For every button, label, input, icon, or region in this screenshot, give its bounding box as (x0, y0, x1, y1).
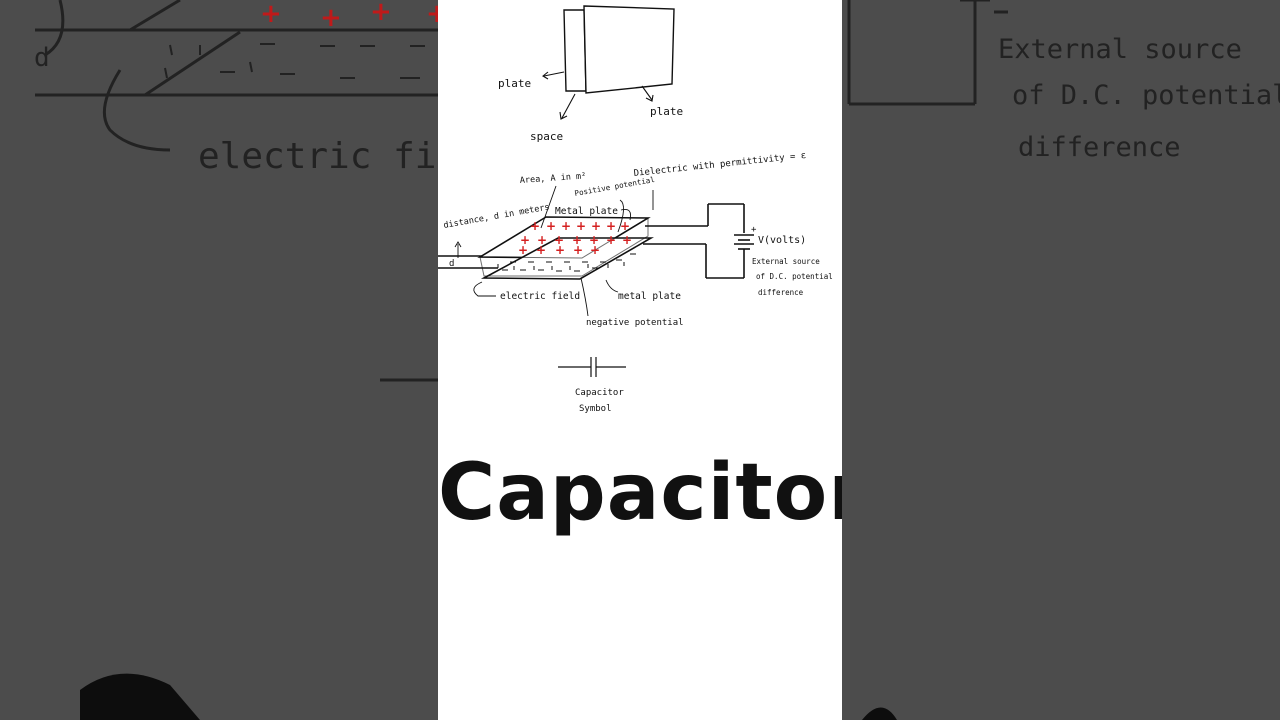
negative-charges (497, 253, 636, 272)
svg-text:+: + (530, 219, 540, 233)
back-plate (563, 9, 587, 92)
external-source-line-1: External source (752, 257, 820, 266)
svg-text:+: + (520, 233, 530, 247)
svg-text:+: + (572, 233, 582, 247)
svg-text:+: + (518, 243, 528, 257)
positive-charges: +++++++ +++++++ +++++ (518, 219, 632, 257)
metal-plate-top-label: Metal plate (555, 206, 618, 217)
svg-text:+: + (576, 219, 586, 233)
capacitor-symbol-label-2: Symbol (579, 404, 612, 414)
svg-text:+: + (573, 243, 583, 257)
svg-text:+: + (546, 219, 556, 233)
bg-left-d-label: d (34, 43, 50, 73)
video-title: Capacitor (438, 448, 842, 538)
background-right: External source of D.C. potential differ… (842, 0, 1280, 720)
external-source-line-2: of D.C. potential (756, 272, 833, 281)
svg-text:+: + (536, 243, 546, 257)
electric-field-label: electric field (500, 291, 580, 302)
svg-text:+: + (370, 0, 392, 27)
svg-text:+: + (260, 0, 282, 29)
bottom-metal-plate (480, 237, 654, 280)
plate-right-label: plate (650, 105, 683, 118)
external-source-line-3: difference (758, 288, 804, 297)
svg-text:+: + (622, 233, 632, 247)
background-left: + + + + d electric field (0, 0, 438, 720)
background-right-drawing: External source of D.C. potential differ… (847, 0, 1280, 720)
background-left-drawing: + + + + d electric field (34, 0, 438, 720)
svg-text:+: + (589, 233, 599, 247)
svg-text:+: + (537, 233, 547, 247)
svg-text:+: + (426, 0, 438, 29)
d-label: d (449, 259, 454, 269)
capacitor-symbol (558, 357, 626, 377)
svg-text:+: + (590, 243, 600, 257)
v-volts-label: V(volts) (758, 235, 806, 246)
bg-right-line-3: difference (1018, 132, 1181, 163)
svg-text:+: + (606, 219, 616, 233)
plate-left-label: plate (498, 77, 531, 90)
bg-right-line-1: External source (998, 34, 1242, 65)
negative-potential-label: negative potential (586, 318, 684, 328)
svg-text:+: + (620, 219, 630, 233)
bg-right-line-2: of D.C. potential (1012, 80, 1280, 111)
capacitor-symbol-label-1: Capacitor (575, 388, 624, 398)
bg-left-electric-field-label: electric field (198, 136, 438, 177)
svg-text:+: + (554, 233, 564, 247)
svg-text:+: + (555, 243, 565, 257)
svg-text:+: + (591, 219, 601, 233)
svg-text:+: + (751, 225, 757, 235)
area-label: Area, A in m² (520, 171, 587, 186)
front-plate (583, 5, 675, 94)
dielectric-label: Dielectric with permittivity = ε (633, 151, 806, 179)
capacitor-diagram: plate plate space + (438, 5, 833, 414)
svg-text:+: + (320, 3, 342, 33)
svg-text:+: + (561, 219, 571, 233)
space-label: space (530, 130, 563, 143)
video-frame: plate plate space + (438, 0, 842, 720)
metal-plate-bottom-label: metal plate (618, 291, 681, 302)
svg-text:+: + (606, 233, 616, 247)
